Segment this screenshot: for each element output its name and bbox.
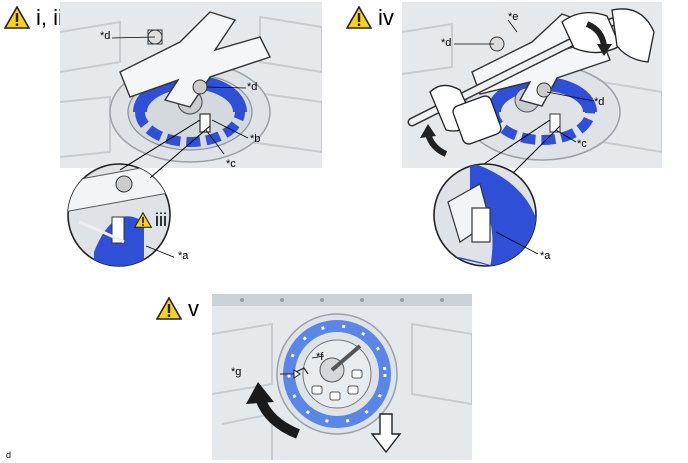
panel-top-right: [402, 2, 662, 168]
callout-d-right-mid: *d: [594, 96, 605, 108]
step-label-iv: iv: [378, 4, 394, 30]
rotation-arrow-icon: [420, 124, 448, 157]
step-label-v: v: [188, 295, 199, 321]
warning-icon: [156, 297, 182, 320]
step-label-i-ii: i, ii: [36, 4, 63, 30]
spare-tire-tool-illustration-left: [60, 11, 322, 163]
retainer-rotation-illustration: [212, 294, 472, 460]
panel-top-left: [60, 2, 322, 168]
callout-a-left: *a: [178, 250, 189, 262]
callout-c-right: *c: [577, 138, 587, 150]
callout-d-left-mid: *d: [247, 81, 258, 93]
detail-inset-left: [64, 162, 177, 268]
callout-f: *f: [316, 351, 324, 363]
footnote-label: d: [6, 450, 12, 460]
step-label-iii: iii: [155, 210, 167, 230]
warning-icon: [4, 6, 30, 29]
callout-e: *e: [508, 11, 519, 23]
callout-d-right-top: *d: [441, 37, 452, 49]
inset-connector-left: [119, 120, 211, 179]
detail-inset-right: [430, 162, 540, 268]
panel-bottom: [212, 294, 472, 460]
warning-step-iv: iv: [346, 6, 394, 29]
warning-icon: [346, 6, 372, 29]
callout-a-right: *a: [540, 250, 551, 262]
warning-step-i-ii: i, ii: [4, 6, 63, 29]
warning-icon: [134, 212, 152, 228]
spare-tire-tool-illustration-right: [402, 8, 662, 161]
callout-g: *g: [231, 366, 242, 378]
down-arrow-icon: [370, 413, 402, 454]
warning-step-v: v: [156, 297, 199, 320]
callout-c-left: *c: [226, 158, 236, 170]
callout-d-left-top: *d: [100, 30, 111, 42]
warning-step-iii: iii: [134, 211, 167, 229]
callout-b: *b: [250, 133, 261, 145]
rotation-arrow-icon: [246, 382, 300, 439]
rotation-arrow-icon: [585, 21, 612, 56]
